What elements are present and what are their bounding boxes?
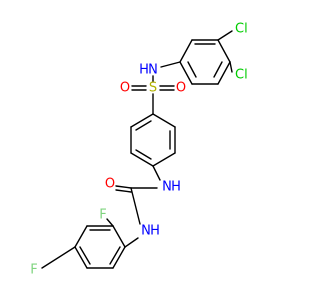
bond-line-10 — [229, 61, 233, 73]
atom-f-ortho: F — [99, 208, 106, 223]
bond-line-9 — [217, 30, 233, 41]
bond-line-21 — [130, 152, 154, 167]
bond-line-2 — [217, 39, 231, 63]
atom-h-urea-upper: H — [171, 180, 181, 195]
bond-line-26 — [135, 120, 152, 131]
bond-line-33 — [112, 225, 126, 248]
bond-line-5 — [179, 61, 193, 85]
atom-o-sulfonyl-left: O — [120, 81, 130, 96]
bond-line-31 — [130, 187, 141, 225]
atom-f-para: F — [30, 263, 37, 278]
atom-h-sulfonamide: H — [139, 63, 149, 78]
bond-line-18 — [152, 113, 176, 128]
molecule-structure: N H S O O Cl Cl N H O N H F F — [30, 22, 248, 278]
atom-n-urea-lower: N — [141, 224, 151, 239]
bond-line-3 — [217, 61, 231, 85]
atom-o-urea: O — [105, 177, 115, 192]
bond-line-23 — [130, 113, 154, 128]
bond-line-40 — [79, 246, 91, 265]
bond-line-8 — [187, 61, 197, 78]
bond-line-36 — [74, 246, 88, 269]
bond-line-0 — [179, 39, 193, 63]
atom-o-sulfonyl-right: O — [176, 81, 186, 96]
atom-cl-top: Cl — [235, 22, 248, 37]
bond-line-35 — [74, 225, 88, 248]
bond-line-27 — [152, 165, 161, 181]
atom-h-urea-lower: H — [150, 224, 160, 239]
bond-line-11 — [160, 61, 181, 68]
atom-n-urea-upper: N — [162, 180, 172, 195]
bond-line-30 — [115, 189, 132, 193]
atom-n-sulfonamide: N — [148, 63, 158, 78]
atom-s-sulfonyl: S — [149, 81, 157, 96]
bond-line-43 — [41, 246, 76, 269]
atom-cl-bottom: Cl — [235, 68, 248, 83]
bond-line-25 — [135, 149, 152, 160]
bond-line-42 — [106, 218, 114, 227]
bond-line-41 — [109, 246, 121, 265]
bond-line-29 — [115, 185, 132, 189]
bond-line-20 — [152, 152, 176, 167]
bond-lines — [41, 30, 233, 269]
bond-line-7 — [213, 61, 223, 78]
bond-line-38 — [112, 246, 126, 269]
bond-line-32 — [124, 237, 139, 248]
